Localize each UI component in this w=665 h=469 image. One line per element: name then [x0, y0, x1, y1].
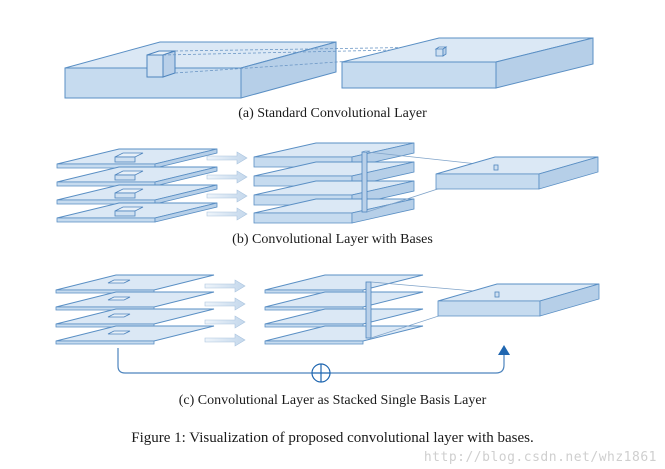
basis-column: [361, 150, 371, 213]
output-pixel: [494, 291, 500, 298]
panel-c-diagram: [55, 274, 600, 383]
input-plane: [56, 166, 218, 187]
input-planes-stack: [56, 148, 218, 223]
panel-c-caption: (c) Convolutional Layer as Stacked Singl…: [178, 393, 487, 408]
panel-b-caption: (b) Convolutional Layer with Bases: [232, 232, 433, 247]
input-plane: [56, 202, 218, 223]
input-plane: [55, 274, 215, 294]
input-plane: [55, 325, 215, 345]
input-planes-stack: [55, 274, 215, 345]
output-feature-slab: [341, 37, 594, 89]
single-basis-plane: [264, 274, 424, 294]
basis-column: [365, 281, 372, 339]
single-basis-plane: [264, 308, 424, 328]
output-pixel: [434, 46, 448, 57]
block-arrow-icon: [204, 279, 246, 347]
basis-slabs-stack: [253, 142, 415, 224]
basis-slab: [253, 142, 415, 168]
output-feature-slab: [435, 156, 599, 190]
input-feature-slab: [64, 41, 337, 99]
panel-a-diagram: [64, 37, 594, 99]
input-plane: [55, 291, 215, 311]
input-plane: [55, 308, 215, 328]
single-basis-planes-stack: [264, 274, 424, 345]
arrowhead-up-icon: [498, 345, 510, 355]
panel-a-caption: (a) Standard Convolutional Layer: [238, 106, 427, 121]
output-pixel: [493, 164, 499, 171]
watermark: http://blog.csdn.net/whz1861: [423, 450, 657, 465]
input-plane: [56, 184, 218, 205]
block-arrow-icon: [206, 151, 248, 221]
single-basis-plane: [264, 291, 424, 311]
oplus-icon: [311, 363, 331, 383]
summation-connector: [117, 345, 510, 383]
output-feature-slab: [437, 283, 600, 317]
panel-b-diagram: [56, 142, 599, 224]
single-basis-plane: [264, 325, 424, 345]
input-plane: [56, 148, 218, 169]
basis-slab: [253, 198, 415, 224]
figure-caption: Figure 1: Visualization of proposed conv…: [131, 430, 534, 446]
